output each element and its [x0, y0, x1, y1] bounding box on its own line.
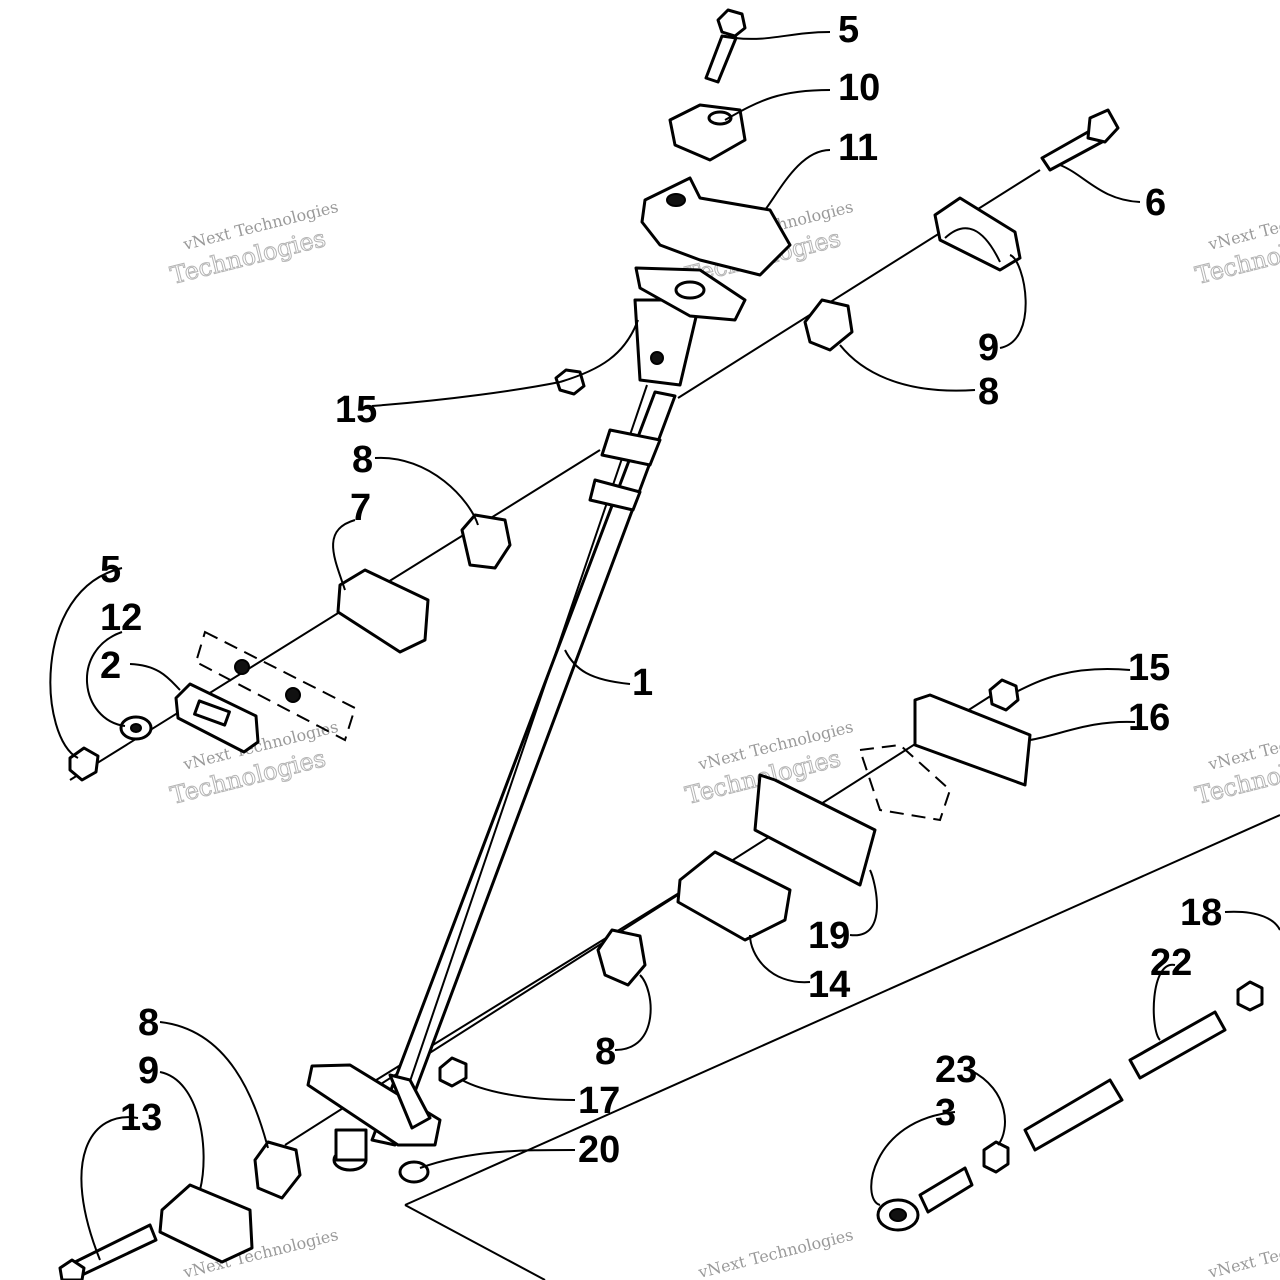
- wear-plate: [913, 693, 1032, 787]
- callout-3: 3: [935, 1092, 956, 1134]
- callout-20: 20: [578, 1129, 620, 1171]
- callout-4: 5: [838, 9, 859, 51]
- bracket-outline: [858, 743, 952, 822]
- leader-lines: [49, 31, 1280, 1261]
- callout-18: 18: [1180, 892, 1222, 934]
- washer: [119, 715, 153, 741]
- callout-11: 11: [838, 127, 878, 169]
- watermark-text: vNext Technologies: [1205, 1225, 1280, 1280]
- callout-10: 10: [838, 67, 880, 109]
- callout-12: 12: [100, 597, 142, 639]
- bushing-block: [158, 1183, 254, 1264]
- tie-rod: [876, 980, 1264, 1232]
- callout-2: 2: [100, 645, 121, 687]
- bushing: [803, 298, 854, 352]
- steering-post: [306, 266, 747, 1172]
- washer: [398, 1160, 430, 1184]
- callout-8: 8: [138, 1002, 159, 1044]
- callout-19: 19: [808, 915, 850, 957]
- bushing-block: [933, 196, 1022, 272]
- callout-5: 5: [100, 549, 121, 591]
- wear-plate: [753, 773, 877, 887]
- callout-23: 23: [935, 1049, 977, 1091]
- upper-clamp: [640, 103, 792, 277]
- bushing-block: [336, 568, 430, 654]
- bushing: [253, 1140, 302, 1200]
- callout-8: 8: [595, 1031, 616, 1073]
- callout-9: 9: [978, 327, 999, 369]
- callout-1: 1: [632, 662, 653, 704]
- bushing: [460, 513, 512, 570]
- mount-plate: [174, 630, 357, 754]
- callout-17: 17: [578, 1080, 620, 1122]
- bolt: [58, 1223, 158, 1280]
- bolt: [704, 8, 747, 84]
- callout-22: 22: [1150, 942, 1192, 984]
- callout-8: 8: [352, 439, 373, 481]
- callout-9: 9: [138, 1050, 159, 1092]
- nut: [68, 746, 100, 782]
- bushing-block: [676, 850, 792, 942]
- callout-8: 8: [978, 371, 999, 413]
- callout-15: 15: [1128, 647, 1170, 689]
- callout-14: 14: [808, 964, 850, 1006]
- watermark-text: vNext Technologies: [695, 1225, 855, 1280]
- callout-16: 16: [1128, 697, 1170, 739]
- callout-7: 7: [350, 487, 371, 529]
- bolt: [1040, 108, 1120, 172]
- bushing: [596, 928, 647, 987]
- callout-13: 13: [120, 1097, 162, 1139]
- nut: [988, 678, 1020, 712]
- callout-6: 6: [1145, 182, 1166, 224]
- callout-15: 15: [335, 389, 377, 431]
- callout-labels: 5 10 11 6 9 8 15 8 7 5 12 2 1 15 16 18 1…: [100, 9, 1222, 1171]
- nut: [438, 1056, 468, 1088]
